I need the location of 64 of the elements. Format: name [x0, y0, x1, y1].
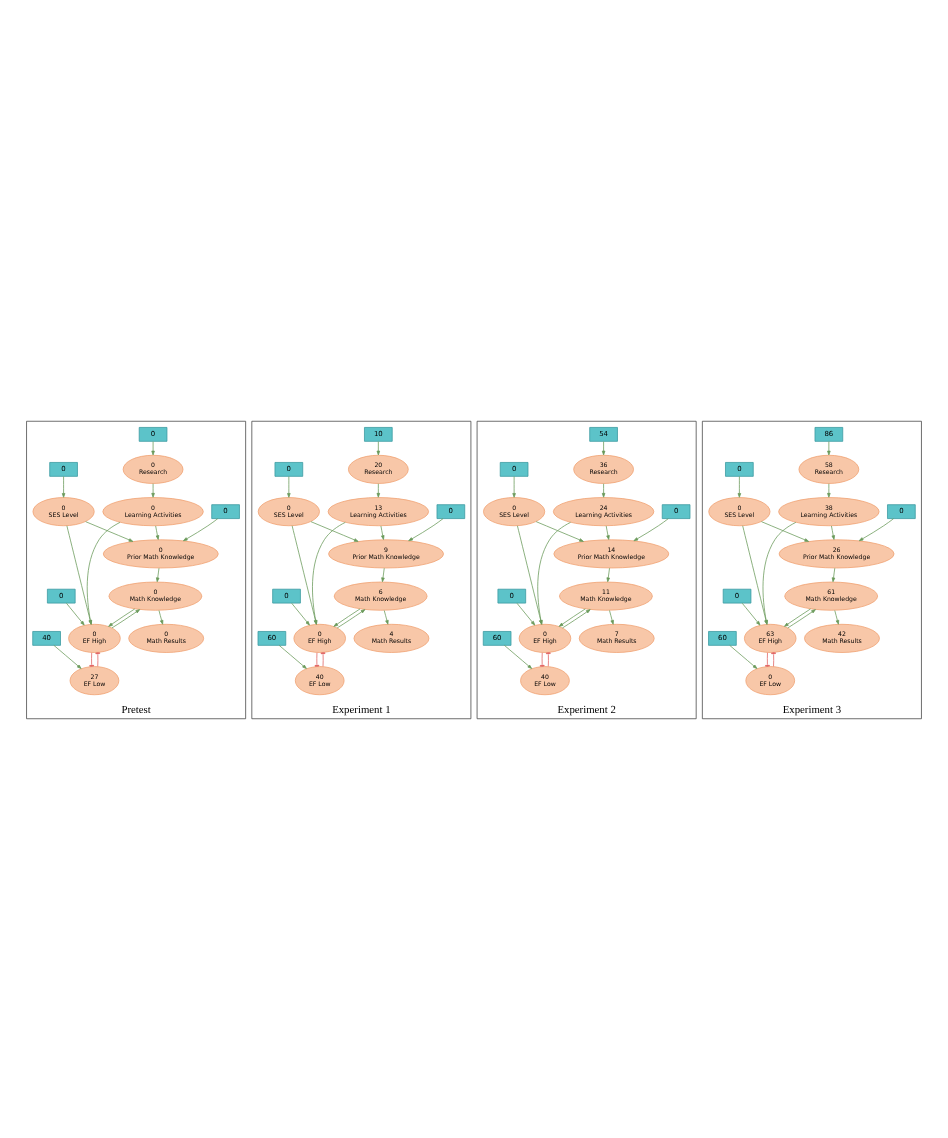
arrow	[108, 607, 136, 626]
arrow	[633, 517, 669, 541]
arrow	[278, 643, 307, 668]
arrow	[761, 520, 810, 541]
arrow	[606, 566, 610, 582]
arrow	[66, 601, 85, 625]
arrow	[762, 520, 797, 624]
connector	[89, 651, 94, 666]
connector	[765, 651, 770, 666]
arrow	[742, 524, 768, 624]
arrow	[535, 520, 584, 541]
arrow	[729, 643, 758, 668]
arrow	[336, 608, 366, 628]
connector	[539, 651, 545, 666]
arrow	[787, 608, 816, 628]
arrow	[376, 440, 381, 455]
arrow	[287, 475, 291, 497]
arrow	[562, 608, 591, 628]
arrow	[858, 517, 894, 541]
arrow	[85, 520, 134, 541]
arrow	[111, 608, 141, 628]
arrow	[86, 520, 121, 624]
arrow	[605, 524, 610, 539]
arrow	[156, 566, 160, 582]
arrow	[151, 440, 155, 455]
arrow	[151, 482, 155, 497]
arrow	[601, 440, 606, 455]
arrow	[784, 607, 811, 626]
arrow	[380, 524, 385, 539]
arrow	[831, 524, 835, 539]
arrow	[376, 482, 381, 497]
arrow	[291, 524, 318, 624]
arrow	[291, 601, 310, 625]
arrow	[408, 517, 444, 541]
arrow	[537, 520, 571, 624]
arrow	[516, 601, 536, 625]
arrow	[834, 609, 840, 624]
connector	[320, 651, 326, 666]
arrow	[53, 643, 82, 668]
arrow	[66, 524, 92, 624]
arrow	[741, 601, 761, 625]
arrow	[333, 607, 361, 626]
arrow	[831, 566, 836, 582]
connector	[545, 651, 551, 666]
connector	[314, 651, 320, 666]
arrow	[312, 520, 346, 624]
connector	[771, 651, 776, 666]
arrow	[61, 475, 66, 497]
arrow	[383, 609, 389, 624]
arrow	[558, 607, 586, 626]
arrow	[504, 643, 533, 668]
arrow	[517, 524, 543, 624]
arrow	[183, 517, 219, 541]
arrow	[512, 475, 516, 497]
arrow	[158, 609, 164, 624]
arrow	[737, 475, 742, 497]
arrow	[609, 609, 614, 624]
arrow	[155, 524, 160, 539]
arrow	[827, 482, 831, 497]
arrow	[827, 440, 831, 455]
arrow	[601, 482, 606, 497]
arrow	[381, 566, 385, 582]
connector	[95, 651, 101, 666]
arrow	[310, 520, 359, 541]
